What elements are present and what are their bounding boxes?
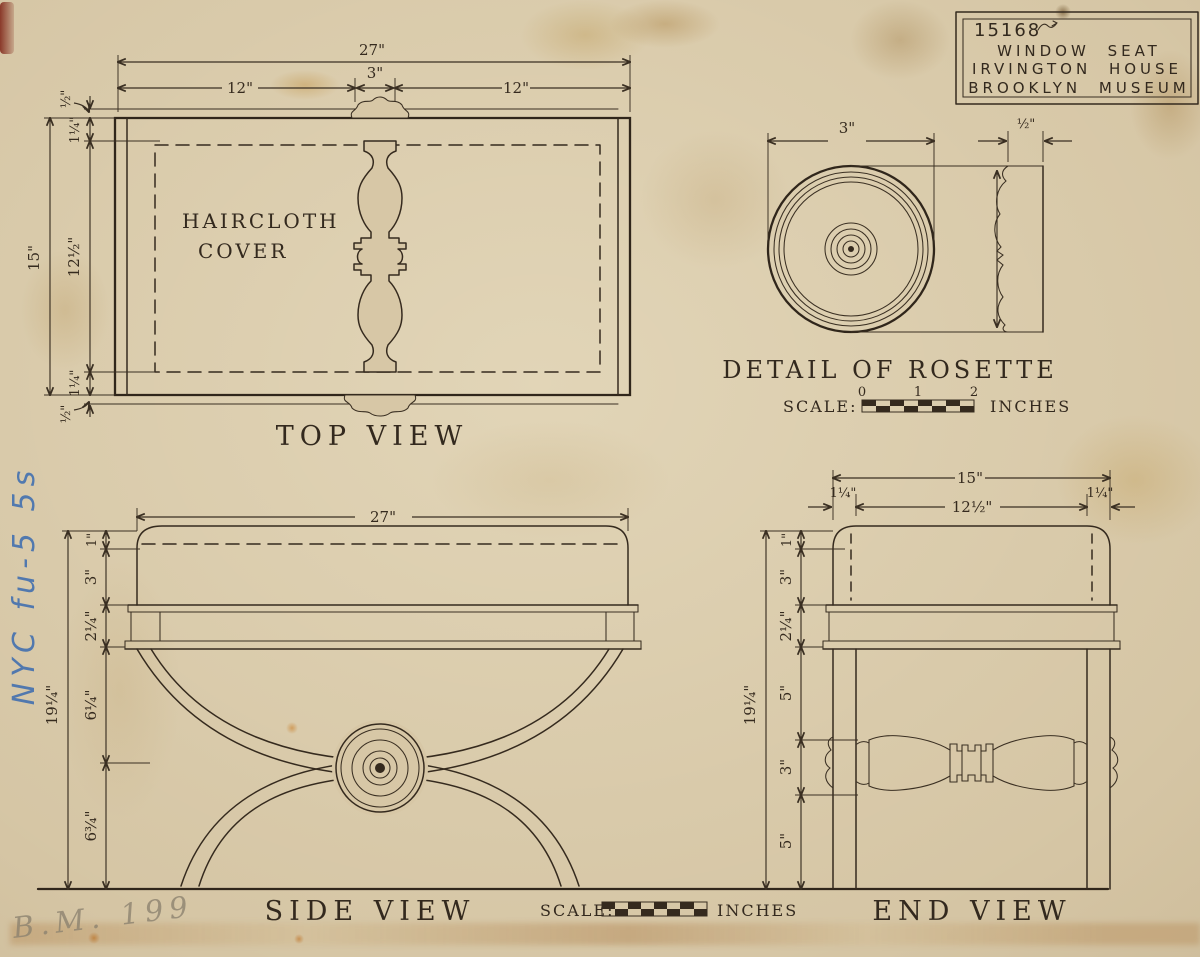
dim-topview-12-left: 12" (227, 79, 253, 97)
end-view-drawing: 15" 1¼" 12½" 1¼" 19¼" 1" 3" 2¼" 5" 3" (741, 469, 1135, 927)
dim-endview-15: 15" (957, 469, 983, 487)
side-view-drawing: 27" 19¼" 1" 3" 2¼" 6¼" 6¾" SIDE VIEW (43, 508, 641, 927)
rosette-scale-units: INCHES (990, 397, 1071, 416)
dim-sideview-3: 3" (82, 569, 100, 585)
rosette-scale-tick-1: 1 (914, 385, 922, 400)
catalog-number: 15168 (974, 20, 1041, 41)
dim-topview-1quarter-bottom: 1¼" (68, 370, 83, 397)
bottom-scale: SCALE: INCHES (540, 901, 798, 920)
dim-endview-12half: 12½" (952, 498, 993, 516)
rosette-scale-tick-2: 2 (970, 385, 978, 400)
number-squiggle-mark (1038, 21, 1057, 30)
dim-rosette-half: ½" (1017, 117, 1036, 132)
top-view-title: TOP VIEW (276, 421, 469, 452)
haircloth-label-line1: HAIRCLOTH (182, 209, 340, 233)
bottom-scale-units: INCHES (717, 901, 798, 920)
dim-rosette-3: 3" (839, 119, 855, 137)
dim-endview-3b: 3" (777, 759, 795, 775)
end-view-title: END VIEW (872, 896, 1071, 927)
dim-endview-2quarter: 2¼" (777, 611, 795, 642)
side-view-title: SIDE VIEW (265, 896, 476, 927)
dim-endview-1: 1" (780, 533, 795, 547)
bottom-scale-bar (602, 902, 707, 916)
dim-endview-5b: 5" (777, 833, 795, 849)
title-line-1: WINDOW SEAT (997, 42, 1161, 60)
dim-endview-1quarter-left: 1¼" (830, 486, 857, 501)
dim-endview-5a: 5" (777, 685, 795, 701)
haircloth-label-line2: COVER (198, 239, 288, 263)
bottom-scale-label: SCALE: (540, 901, 614, 920)
title-line-2: IRVINGTON HOUSE (972, 60, 1182, 78)
dim-endview-1quarter-right: 1¼" (1087, 486, 1114, 501)
dim-endview-3a: 3" (777, 569, 795, 585)
rosette-detail-title: DETAIL OF ROSETTE (722, 356, 1057, 384)
pencil-note: B.M. 199 (10, 889, 196, 945)
rosette-detail-drawing: 3" ½" DETAIL OF ROSETTE SCALE: 0 1 2 INC… (722, 117, 1072, 416)
rosette-scale-tick-0: 0 (858, 385, 866, 400)
dim-topview-12-right: 12" (503, 79, 529, 97)
dim-sideview-27: 27" (370, 508, 396, 526)
dim-endview-overall-height: 19¼" (741, 685, 759, 726)
stain-band (10, 923, 1200, 945)
rosette-scale-bar (862, 400, 974, 412)
dim-topview-12half: 12½" (65, 237, 83, 278)
dim-sideview-6quarter: 6¼" (82, 690, 100, 721)
dim-sideview-1: 1" (85, 533, 100, 547)
dim-topview-half-bottom: ½" (59, 405, 74, 424)
top-view-drawing: 27" 12" 3" 12" 15" ½" 1¼" 12½" 1¼" (25, 41, 630, 452)
dim-sideview-overall-height: 19¼" (43, 685, 61, 726)
title-line-3: BROOKLYN MUSEUM (968, 79, 1190, 97)
dim-topview-27: 27" (359, 41, 385, 59)
rosette-scale-label: SCALE: (783, 397, 857, 416)
dim-topview-3: 3" (367, 64, 383, 82)
blue-crayon-note: NYC fu-5 5s (7, 465, 42, 705)
dim-topview-15: 15" (25, 245, 43, 271)
dim-topview-1quarter-top: 1¼" (68, 117, 83, 144)
dim-sideview-2quarter: 2¼" (82, 611, 100, 642)
dim-topview-half-top: ½" (59, 90, 74, 109)
dim-sideview-6threequarter: 6¾" (82, 811, 100, 842)
title-block: 15168 WINDOW SEAT IRVINGTON HOUSE BROOKL… (956, 12, 1198, 104)
